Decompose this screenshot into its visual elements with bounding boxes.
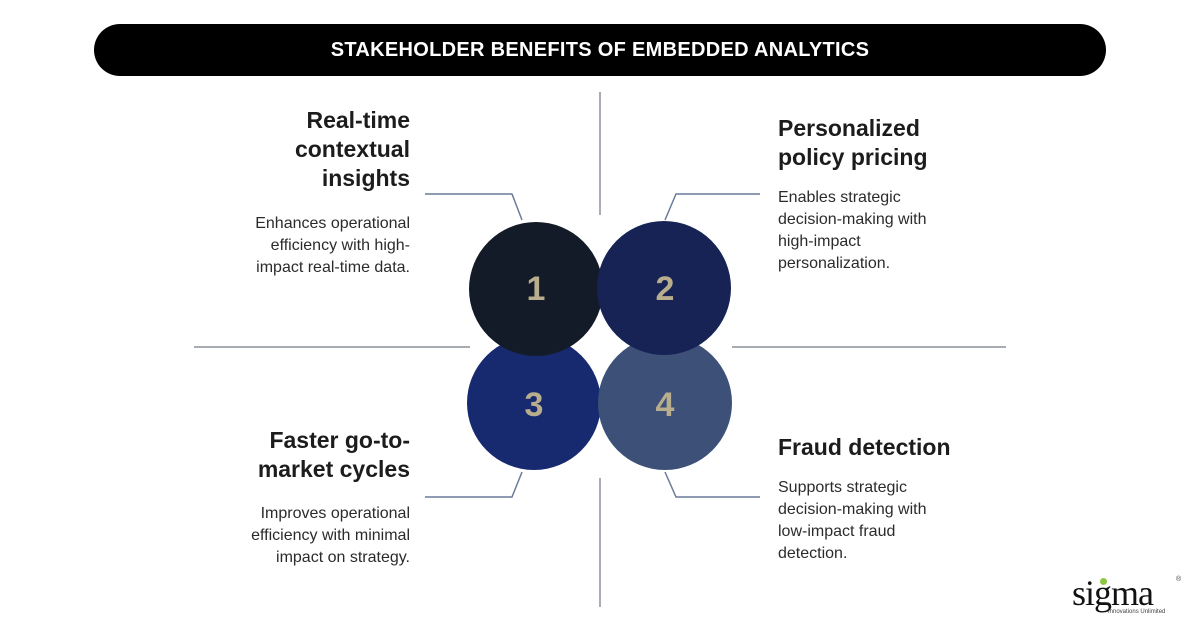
circle-number-3: 3 <box>525 386 544 424</box>
item-1-desc-line: efficiency with high- <box>270 237 410 254</box>
title-banner: STAKEHOLDER BENEFITS OF EMBEDDED ANALYTI… <box>94 24 1106 76</box>
item-4-desc-line: detection. <box>778 545 848 562</box>
item-2-description: Enables strategic decision-making with h… <box>778 187 1008 275</box>
circle-4 <box>598 336 732 470</box>
item-4-heading: Fraud detection <box>778 433 1018 462</box>
item-3-desc-line: impact on strategy. <box>276 549 410 566</box>
connector-4 <box>664 471 760 498</box>
item-2-desc-line: Enables strategic <box>778 189 901 206</box>
item-2-heading-line: Personalized <box>778 115 920 141</box>
item-2-desc-line: high-impact <box>778 233 861 250</box>
item-4-desc-line: Supports strategic <box>778 479 907 496</box>
item-1-heading-line: Real-time <box>306 107 410 133</box>
item-1-heading: Real-time contextual insights <box>200 106 410 193</box>
logo-dot-icon <box>1100 578 1107 585</box>
item-1-heading-line: contextual <box>294 136 410 162</box>
connector-2 <box>664 193 760 221</box>
circle-1 <box>469 222 603 356</box>
circle-3 <box>467 336 601 470</box>
item-4-description: Supports strategic decision-making with … <box>778 477 1008 565</box>
item-1-desc-line: impact real-time data. <box>256 259 410 276</box>
circle-2 <box>597 221 731 355</box>
item-4-desc-line: decision-making with <box>778 501 927 518</box>
item-2-desc-line: decision-making with <box>778 211 927 228</box>
logo-registered-mark: ® <box>1176 576 1182 583</box>
item-3-heading-line: market cycles <box>257 456 410 482</box>
item-3-desc-line: efficiency with minimal <box>251 527 410 544</box>
item-1-desc-line: Enhances operational <box>255 215 410 232</box>
circle-number-4: 4 <box>656 386 675 424</box>
connector-1 <box>425 193 523 221</box>
item-2-heading: Personalized policy pricing <box>778 114 1018 172</box>
sigma-logo: sigma ® Innovations Unlimited <box>1072 573 1182 620</box>
page-title: STAKEHOLDER BENEFITS OF EMBEDDED ANALYTI… <box>330 38 870 61</box>
item-2-heading-line: policy pricing <box>778 144 928 170</box>
logo-wordmark: sigma <box>1072 573 1154 613</box>
item-2-desc-line: personalization. <box>778 255 891 272</box>
circle-number-1: 1 <box>527 270 546 308</box>
item-3-heading: Faster go-to- market cycles <box>180 426 410 484</box>
item-1-heading-line: insights <box>321 165 410 191</box>
circle-number-2: 2 <box>656 270 675 308</box>
item-3-description: Improves operational efficiency with min… <box>170 503 410 569</box>
item-3-heading-line: Faster go-to- <box>269 427 410 453</box>
item-4-heading-line: Fraud detection <box>778 434 951 460</box>
item-1-description: Enhances operational efficiency with hig… <box>180 213 410 279</box>
item-3-desc-line: Improves operational <box>260 505 410 522</box>
item-4-desc-line: low-impact fraud <box>778 523 896 540</box>
connector-3 <box>425 471 523 498</box>
logo-tagline: Innovations Unlimited <box>1108 609 1166 615</box>
